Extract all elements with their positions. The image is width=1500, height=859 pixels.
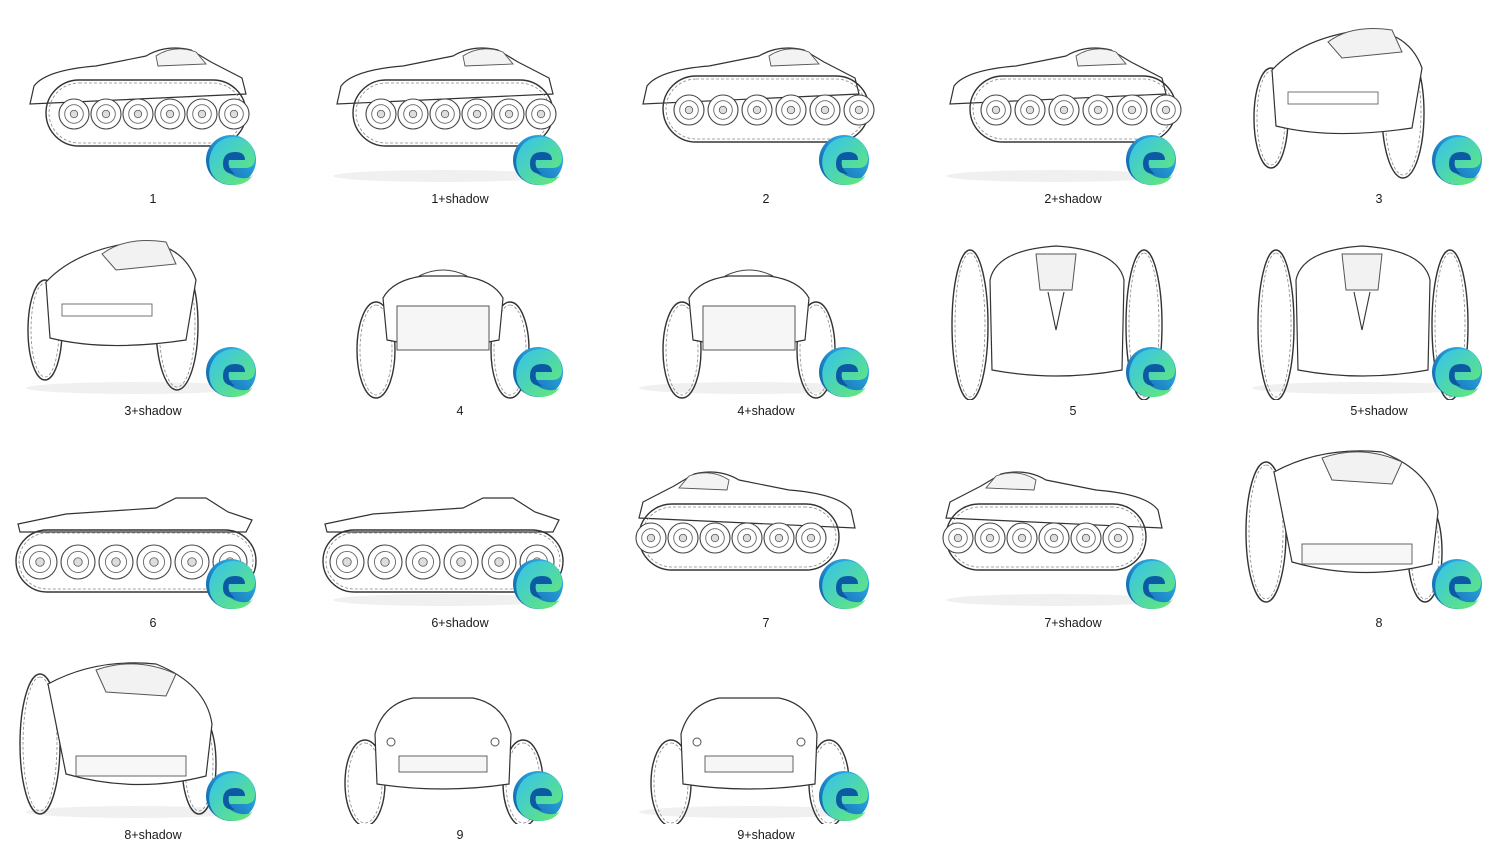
file-thumbnail [0,644,306,824]
file-item[interactable]: 7+shadow [920,432,1226,644]
file-name-label: 9+shadow [737,828,795,842]
file-name-label: 9 [456,828,464,842]
file-item[interactable]: 2 [613,8,919,220]
edge-browser-icon [512,770,564,822]
file-name-label: 1+shadow [431,192,489,206]
file-item[interactable]: 7 [613,432,919,644]
edge-browser-icon [1431,346,1483,398]
edge-browser-icon [818,134,870,186]
file-thumbnail [613,8,919,188]
file-item[interactable]: 6+shadow [307,432,613,644]
file-item[interactable]: 6 [0,432,306,644]
file-thumbnail [613,644,919,824]
file-item[interactable]: 3+shadow [0,220,306,432]
edge-browser-icon [512,346,564,398]
edge-browser-icon [512,558,564,610]
file-name-label: 1 [149,192,157,206]
file-name-label: 4+shadow [737,404,795,418]
file-thumbnail [1226,8,1500,188]
file-item[interactable]: 4+shadow [613,220,919,432]
file-name-label: 8 [1375,616,1383,630]
file-name-label: 8+shadow [124,828,182,842]
file-name-label: 5 [1069,404,1077,418]
edge-browser-icon [205,770,257,822]
file-item[interactable]: 9 [307,644,613,856]
file-name-label: 3+shadow [124,404,182,418]
edge-browser-icon [818,770,870,822]
file-thumbnail [1226,220,1500,400]
file-item[interactable]: 4 [307,220,613,432]
edge-browser-icon [1431,558,1483,610]
file-item[interactable]: 1+shadow [307,8,613,220]
file-name-label: 2+shadow [1044,192,1102,206]
file-item[interactable]: 8 [1226,432,1500,644]
edge-browser-icon [1125,346,1177,398]
file-name-label: 7 [762,616,770,630]
file-thumbnail [1226,432,1500,612]
file-name-label: 7+shadow [1044,616,1102,630]
file-item[interactable]: 2+shadow [920,8,1226,220]
file-item[interactable]: 9+shadow [613,644,919,856]
file-item[interactable]: 5+shadow [1226,220,1500,432]
file-name-label: 2 [762,192,770,206]
file-item[interactable]: 1 [0,8,306,220]
edge-browser-icon [818,558,870,610]
file-item[interactable]: 5 [920,220,1226,432]
file-thumbnail [307,432,613,612]
file-thumbnail [613,220,919,400]
file-thumbnail [0,432,306,612]
file-name-label: 5+shadow [1350,404,1408,418]
edge-browser-icon [1125,134,1177,186]
file-thumbnail [920,220,1226,400]
edge-browser-icon [205,134,257,186]
file-name-label: 3 [1375,192,1383,206]
edge-browser-icon [1125,558,1177,610]
edge-browser-icon [205,346,257,398]
file-thumbnail [613,432,919,612]
file-thumbnail [307,644,613,824]
edge-browser-icon [1431,134,1483,186]
file-thumbnail [307,8,613,188]
file-thumbnail [920,432,1226,612]
file-item[interactable]: 8+shadow [0,644,306,856]
file-name-label: 6+shadow [431,616,489,630]
file-name-label: 6 [149,616,157,630]
file-name-label: 4 [456,404,464,418]
edge-browser-icon [512,134,564,186]
file-thumbnail [307,220,613,400]
file-item[interactable]: 3 [1226,8,1500,220]
edge-browser-icon [818,346,870,398]
file-thumbnail [920,8,1226,188]
file-thumbnail [0,220,306,400]
edge-browser-icon [205,558,257,610]
file-thumbnail [0,8,306,188]
